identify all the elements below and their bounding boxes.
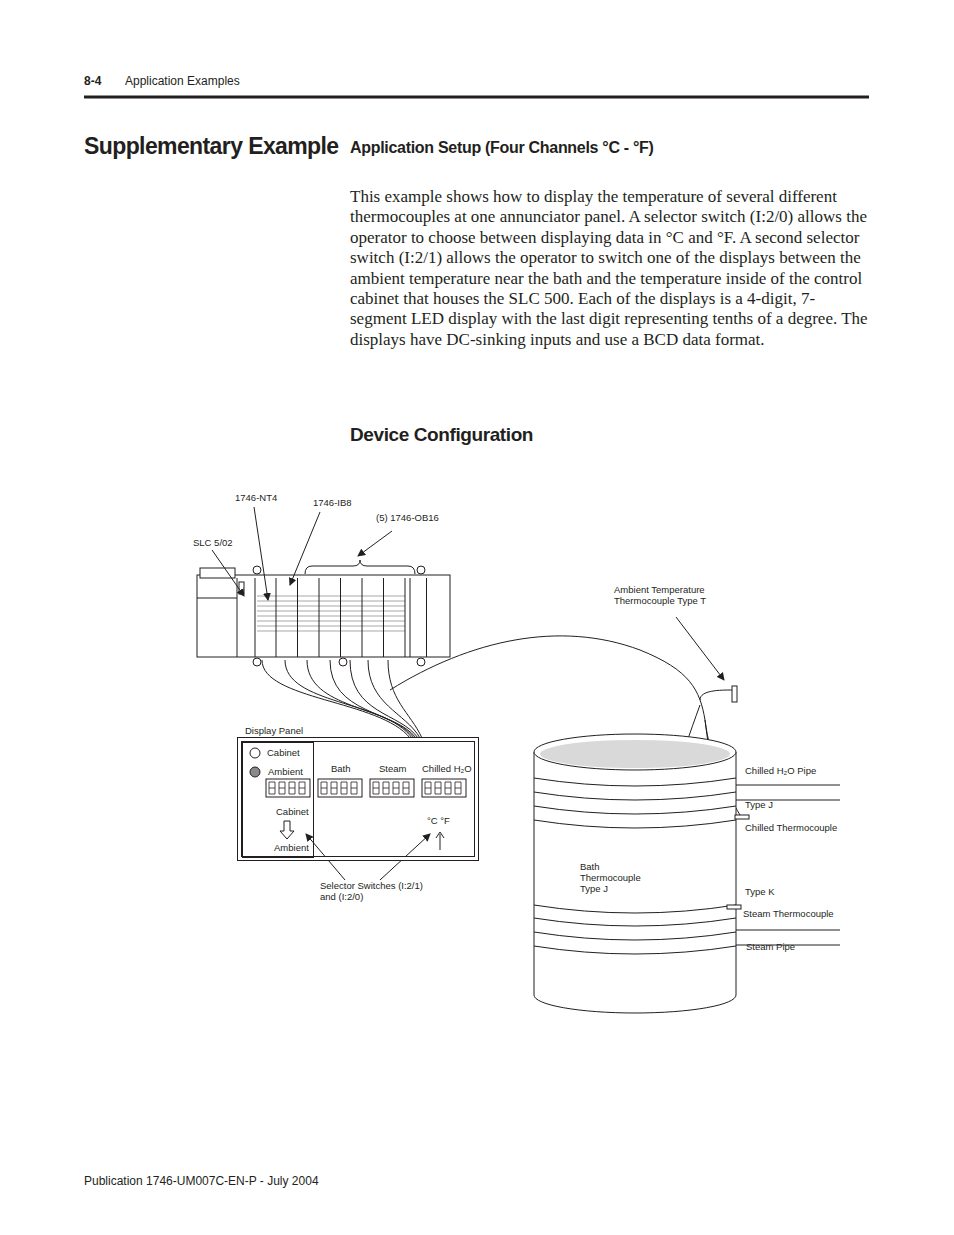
slot-divider [297,578,298,657]
seven-segment-digit [331,782,337,794]
pipe-coil [534,778,736,786]
seven-segment-digit [435,782,441,794]
led-display [370,779,414,797]
seven-segment-digit [321,782,327,794]
display-label: Chilled H₂O [422,764,472,775]
callout-label: SLC 5/02 [193,538,233,549]
running-header: Application Examples [125,75,240,89]
pipe-coil [534,946,736,954]
seven-segment-digit [279,782,285,794]
callout-label: Bath Thermocouple Type J [580,862,652,895]
seven-segment-digit [351,782,357,794]
callout-label: Steam Pipe [746,942,795,953]
callout-label: Ambient Temperature Thermocouple Type T [614,585,719,607]
terminal-row [257,596,405,597]
pipe-coil [534,918,736,926]
callout-label: Selector Switches (I:2/1) and (I:2/0) [320,881,430,903]
seven-segment-digit [393,782,399,794]
slot-divider [383,578,384,657]
selector-label: Ambient [274,842,309,853]
selector-label: Cabinet [276,806,309,817]
callout-label: Type J [745,800,773,811]
seven-segment-digit [403,782,409,794]
terminal-row [257,616,405,617]
pipe-coil [534,792,736,800]
selector-label: Cabinet [267,747,300,758]
subheading: Device Configuration [350,424,533,446]
seven-segment-digit [445,782,451,794]
terminal-row [257,626,405,627]
callout-label: Chilled Thermocouple [745,823,837,834]
footer: Publication 1746-UM007C-EN-P - July 2004 [84,1175,319,1189]
terminal-row [257,606,405,607]
slot-divider [405,578,406,657]
slot-divider [276,578,277,657]
seven-segment-digit [373,782,379,794]
pipe-coil [534,932,736,940]
seven-segment-digit [455,782,461,794]
led-display [422,779,466,797]
seven-segment-digit [425,782,431,794]
terminal-row [257,601,405,602]
display-panel: Display PanelCabinetAmbientCabinetAmbien… [237,737,479,861]
terminal-row [257,631,405,632]
callout-label: 1746-IB8 [313,498,352,509]
display-label: Bath [331,764,351,775]
callout-label: Steam Thermocouple [743,909,834,920]
selector-symbols [243,743,313,857]
callout-label: Chilled H₂O Pipe [745,766,816,777]
led-display [318,779,362,797]
page-number: 8-4 [84,75,101,89]
seven-segment-digit [383,782,389,794]
selector-label: Ambient [268,766,303,777]
display-label: Steam [379,764,406,775]
slot-divider [426,578,427,657]
pipe-coil [534,806,736,814]
pipe-coil [534,905,736,913]
switch-label: °C °F [427,816,450,827]
seven-segment-digit [299,782,305,794]
led-display [266,779,310,797]
callout-label: (5) 1746-OB16 [376,513,439,524]
seven-segment-digit [341,782,347,794]
section-title: Supplementary Example [84,133,339,159]
pipe-coil [534,820,736,828]
slot-divider [340,578,341,657]
callout-label: Type K [745,887,775,898]
selector-box: CabinetAmbientCabinetAmbient [242,742,314,858]
terminal-row [257,611,405,612]
seven-segment-digit [269,782,275,794]
panel-heading: Display Panel [245,725,303,736]
slot-divider [319,578,320,657]
callout-label: 1746-NT4 [235,493,277,504]
body-paragraph: This example shows how to display the te… [350,187,870,350]
terminal-row [257,621,405,622]
seven-segment-digit [289,782,295,794]
slot-divider [362,578,363,657]
subheading: Application Setup (Four Channels °C - °F… [350,139,654,157]
